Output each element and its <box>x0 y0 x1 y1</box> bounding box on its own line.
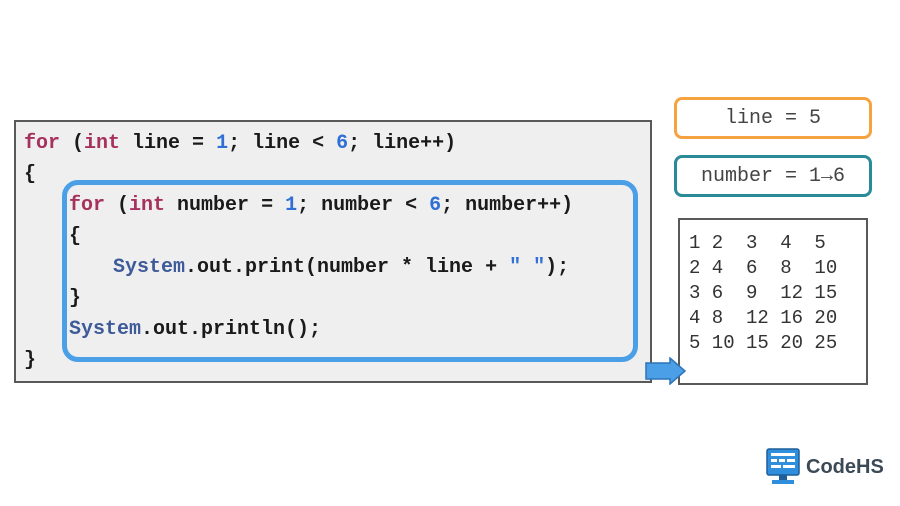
inner-loop-highlight <box>62 180 638 362</box>
code-line-1: for (int line = 1; line < 6; line++) <box>24 132 457 155</box>
output-row: 4 8 12 16 20 <box>689 307 838 329</box>
code-line-7: System.out.println(); <box>69 318 322 341</box>
output-row: 2 4 6 8 10 <box>689 257 838 279</box>
code-line-2: { <box>24 163 37 186</box>
output-row: 1 2 3 4 5 <box>689 232 826 254</box>
code-line-3: for (int number = 1; number < 6; number+… <box>69 194 574 217</box>
code-line-4: { <box>69 225 82 248</box>
output-row: 3 6 9 12 15 <box>689 282 838 304</box>
code-line-5: System.out.print(number * line + " "); <box>113 256 570 279</box>
codehs-logo: CodeHS <box>766 448 884 486</box>
line-variable-box: line = 5 <box>674 97 872 139</box>
number-variable-box: number = 1→6 <box>674 155 872 197</box>
output-row: 5 10 15 20 25 <box>689 332 838 354</box>
output-console: 1 2 3 4 5 2 4 6 8 10 3 6 9 12 15 4 8 12 … <box>678 218 868 385</box>
code-line-8: } <box>24 349 37 372</box>
code-panel <box>14 120 652 383</box>
arrow-right-icon <box>645 357 687 385</box>
monitor-icon <box>766 448 800 484</box>
brand-name: CodeHS <box>806 455 884 478</box>
code-line-6: } <box>69 287 82 310</box>
